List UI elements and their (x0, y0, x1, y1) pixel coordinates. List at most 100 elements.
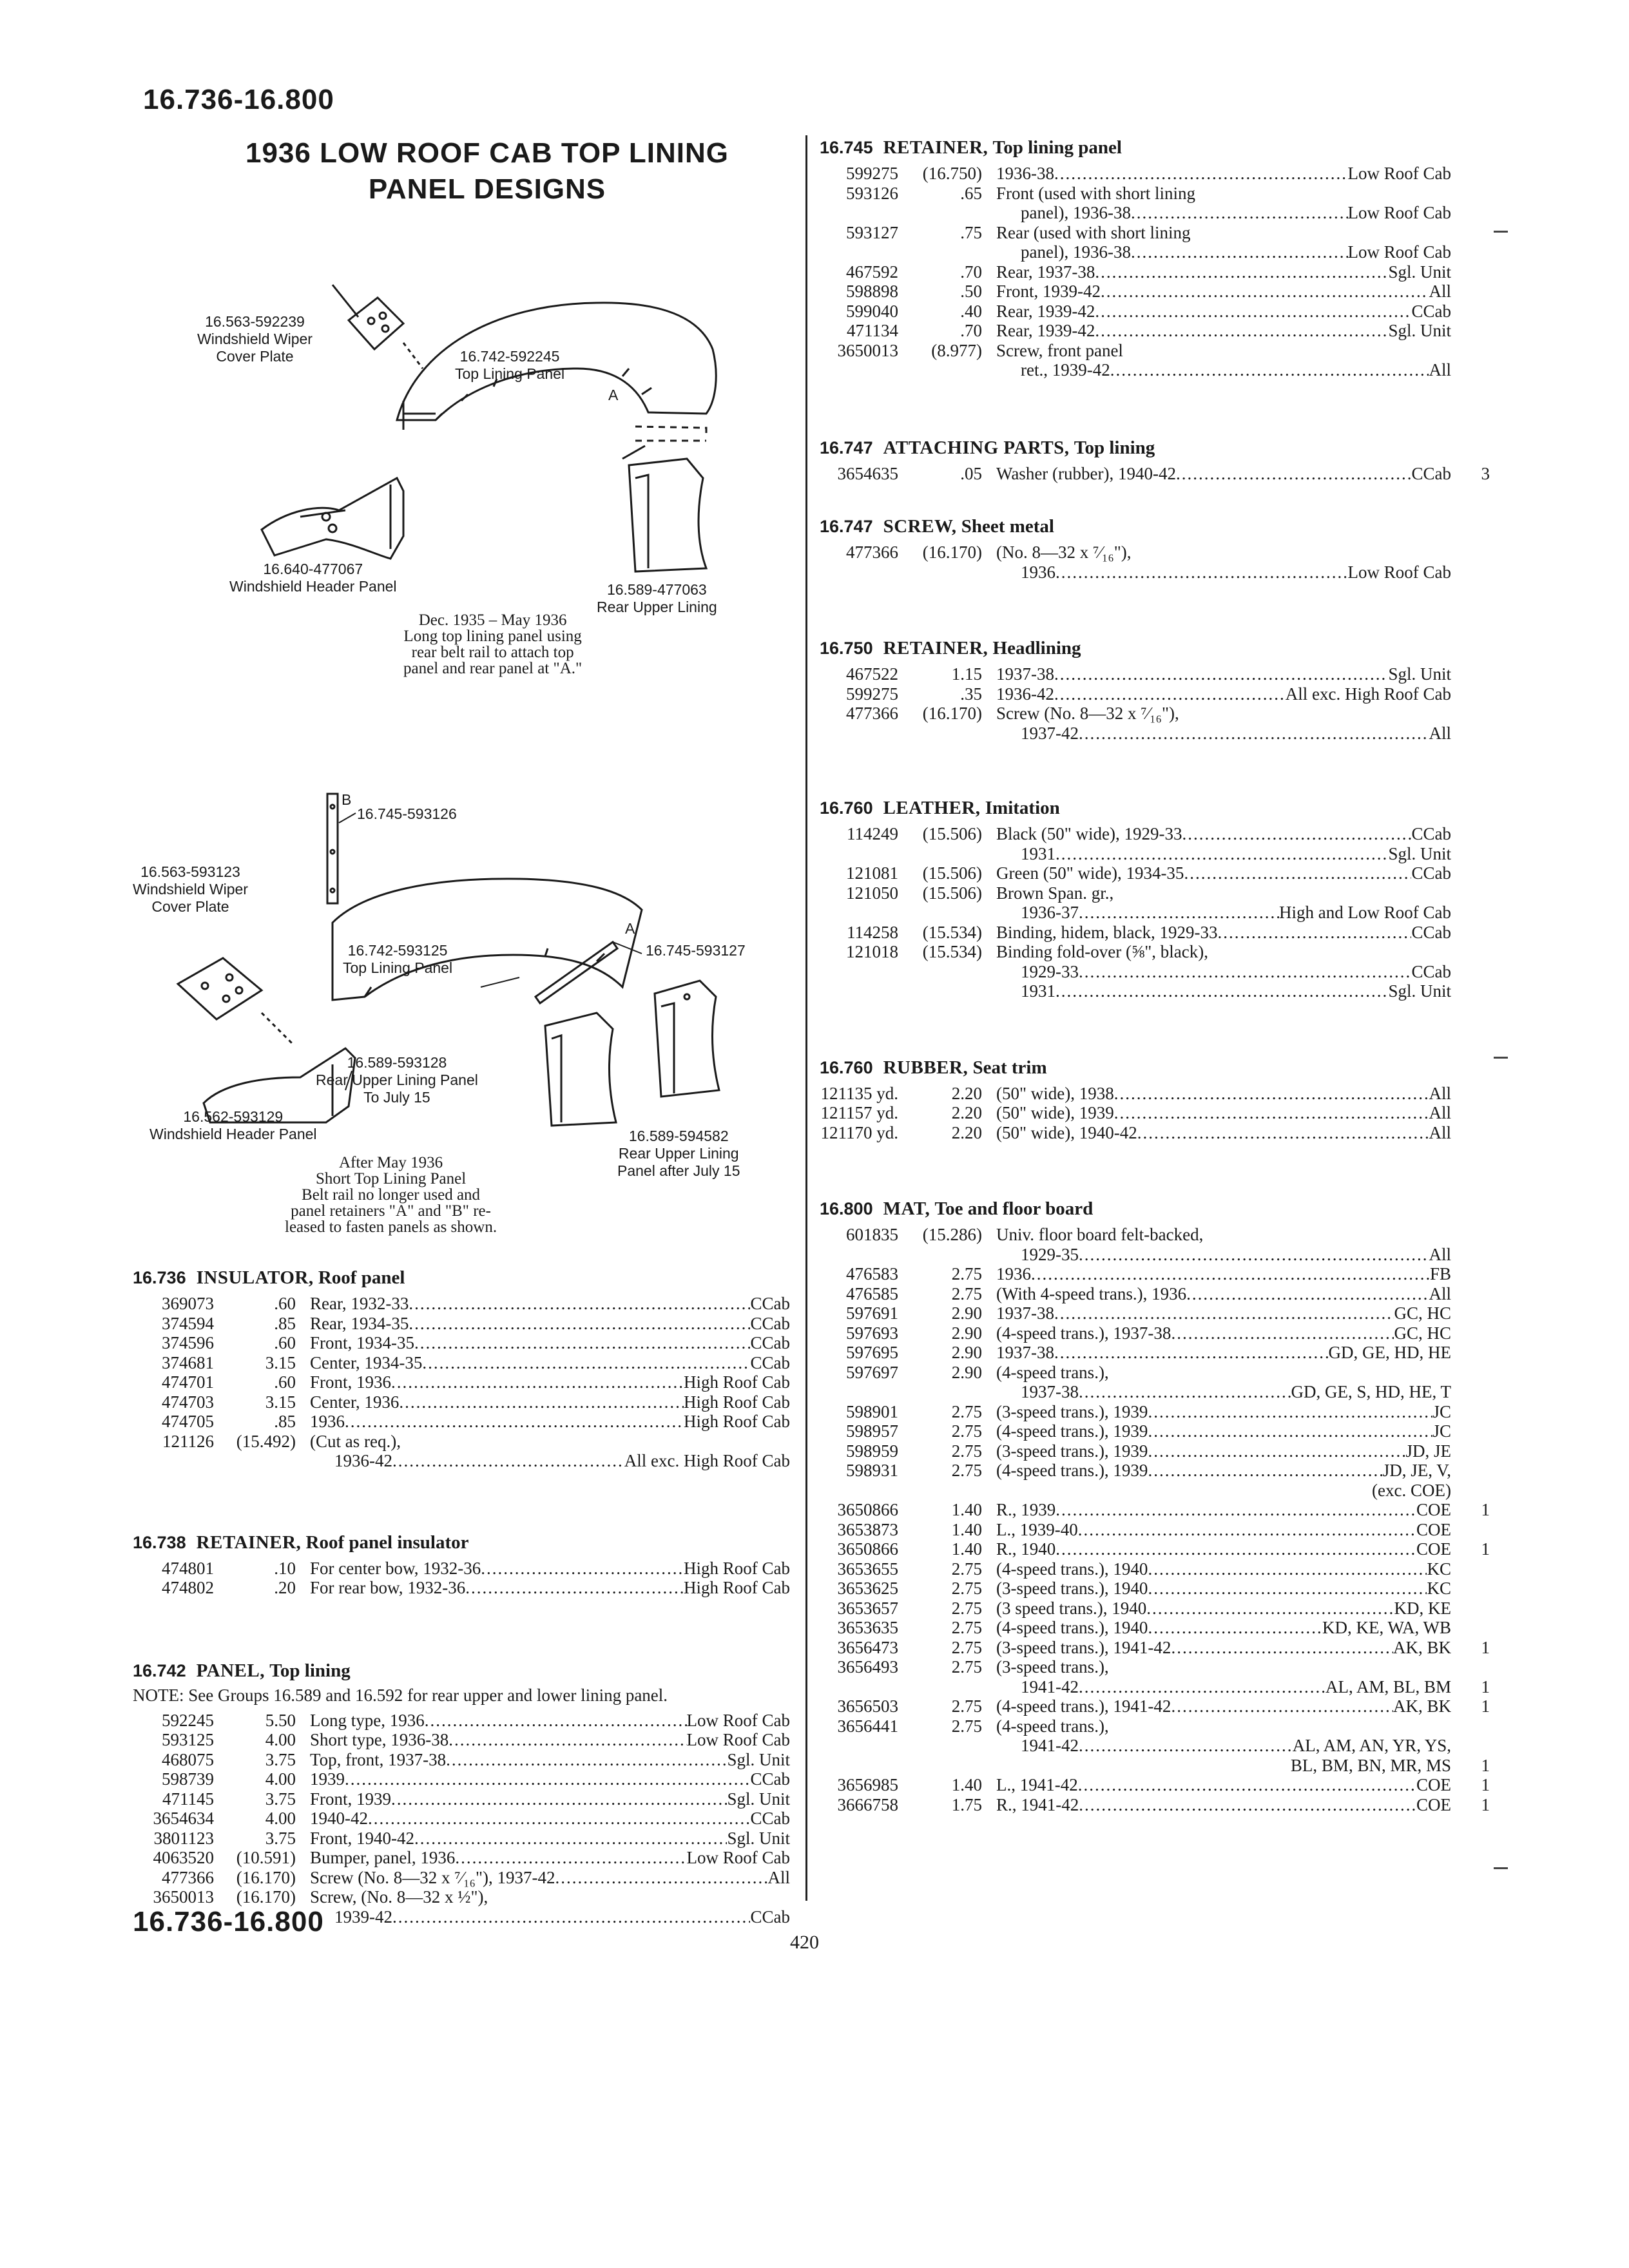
dot-leader (1079, 1736, 1293, 1756)
application-value: CCab (750, 1809, 790, 1828)
part-number: 477366 (846, 543, 898, 562)
part-number (820, 981, 898, 1001)
part-price: 2.90 (951, 1362, 982, 1382)
caption-line: Short Top Lining Panel (315, 1170, 467, 1187)
dot-leader (1055, 562, 1348, 582)
part-number: 369073 (162, 1294, 214, 1313)
dot-leader (1176, 464, 1412, 484)
dot-leader (481, 1559, 684, 1579)
dot-leader (1184, 863, 1411, 883)
description-text: (3-speed trans.), (996, 1657, 1109, 1677)
quantity (1451, 203, 1490, 223)
description-text: Rear (used with short lining (996, 222, 1191, 242)
part-number (820, 203, 898, 223)
part-price: (16.170) (922, 704, 982, 723)
application-value: BL, BM, BN, MR, MS (1290, 1755, 1451, 1775)
section-name: SCREW, (883, 516, 957, 537)
quantity (1451, 1303, 1490, 1323)
quantity (1451, 321, 1490, 341)
part-description: R., 1940COE (996, 1539, 1451, 1559)
long-top-lining-panel-drawing (396, 302, 717, 460)
part-number: 477366 (846, 704, 898, 723)
part-price: 1.40 (951, 1500, 982, 1519)
application-value: GC, HC (1394, 1303, 1451, 1323)
part-price: (16.170) (922, 543, 982, 562)
quantity: 1 (1481, 1696, 1490, 1716)
part-number: 598739 (162, 1769, 214, 1789)
part-number (820, 844, 898, 864)
section-code: 16.742 (133, 1660, 186, 1680)
part-description: Black (50" wide), 1929-33CCab (996, 824, 1451, 844)
quantity (1451, 282, 1490, 302)
application-value: CCab (1411, 863, 1451, 883)
part-number: 114249 (847, 824, 898, 843)
part-description: L., 1939-40COE (996, 1520, 1451, 1540)
dot-leader (1186, 1284, 1429, 1304)
part-description: (3-speed trans.), 1939JD, JE (996, 1441, 1451, 1461)
dot-leader (391, 1372, 684, 1392)
label-windshield-header-upper: 16.640-477067 Windshield Header Panel (229, 561, 397, 595)
part-number: 3650866 (837, 1539, 899, 1559)
quantity (1451, 1618, 1490, 1638)
part-description: 1937-38GD, GE, S, HD, HE, T (996, 1382, 1451, 1402)
part-price: 2.90 (951, 1343, 982, 1362)
part-number: 474705 (162, 1412, 214, 1431)
part-number (820, 360, 898, 380)
part-number: 4063520 (153, 1848, 215, 1867)
part-description: Binding, hidem, black, 1929-33CCab (996, 923, 1451, 943)
section-name: ATTACHING PARTS, (883, 437, 1070, 458)
application-value: High Roof Cab (684, 1412, 790, 1431)
parts-rows: 601835(15.286)Univ. floor board felt-bac… (820, 1225, 1490, 1814)
part-number: 467522 (846, 664, 898, 684)
quantity (1451, 262, 1490, 282)
part-description: panel), 1936-38Low Roof Cab (996, 203, 1451, 223)
description-text: Front, 1939-42 (996, 282, 1101, 301)
section-code: 16.750 (820, 639, 873, 658)
quantity (1451, 302, 1490, 322)
part-row: panel), 1936-38Low Roof Cab (820, 203, 1490, 223)
quantity (1451, 1084, 1490, 1104)
application-value: High Roof Cab (684, 1578, 790, 1597)
part-description: Washer (rubber), 1940-42CCab (996, 464, 1451, 484)
description-text: (3-speed trans.), 1940 (996, 1579, 1148, 1598)
part-description: (3-speed trans.), (996, 1657, 1451, 1677)
part-price: 2.90 (951, 1303, 982, 1323)
windshield-header-panel-drawing (260, 476, 405, 560)
part-price: .05 (960, 463, 982, 483)
quantity (1451, 164, 1490, 184)
description-text: R., 1940 (996, 1539, 1056, 1559)
part-price: (16.750) (922, 164, 982, 183)
dot-leader (1131, 242, 1348, 262)
part-description: 1937-38GD, GE, HD, HE (996, 1343, 1451, 1363)
dot-leader (1054, 164, 1348, 184)
quantity (1451, 360, 1490, 380)
application-value: CCab (750, 1769, 790, 1789)
part-description: 1941-42AL, AM, BL, BM (996, 1677, 1451, 1697)
part-row: 601835(15.286)Univ. floor board felt-bac… (820, 1225, 1490, 1245)
part-description: Top, front, 1937-38Sgl. Unit (310, 1750, 790, 1770)
application-value: COE (1416, 1500, 1451, 1519)
part-number: 121135 yd. (820, 1083, 899, 1103)
part-number: 3653625 (837, 1579, 899, 1598)
part-number (820, 1677, 898, 1697)
dot-leader (1054, 1303, 1394, 1323)
margin-mark (1494, 1057, 1508, 1059)
application-value: KD, KE, WA, WB (1322, 1618, 1451, 1637)
application-value: AK, BK (1393, 1696, 1451, 1716)
dot-leader (1054, 1343, 1329, 1363)
part-description: (50" wide), 1940-42All (996, 1123, 1451, 1143)
part-price: 2.20 (951, 1122, 982, 1142)
caption-line: panel and rear panel at "A." (403, 660, 583, 677)
section-name: INSULATOR, (196, 1267, 314, 1288)
description-text: Screw, front panel (996, 340, 1123, 360)
part-price: 1.40 (951, 1539, 982, 1559)
part-row: 474705.851936High Roof Cab (133, 1412, 790, 1432)
